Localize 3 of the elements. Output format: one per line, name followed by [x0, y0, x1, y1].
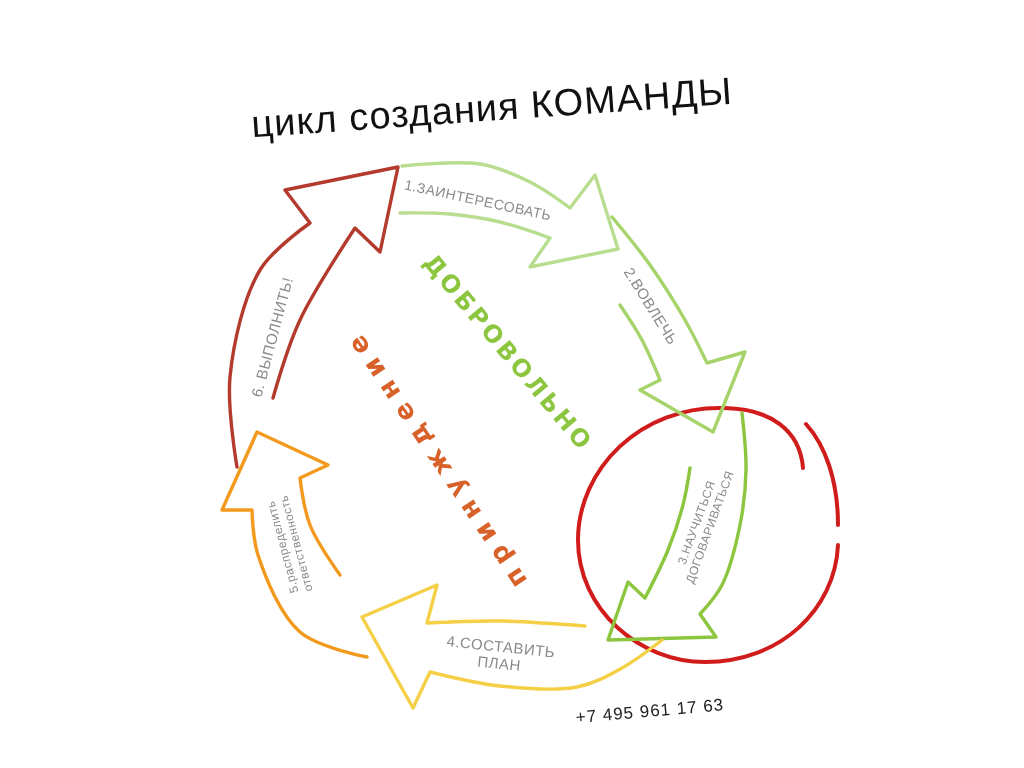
step-label: 4.СОСТАВИТЬ ПЛАН	[444, 632, 556, 677]
diagram-title: цикл создания КОМАНДЫ	[249, 69, 735, 147]
phone-number: +7 495 961 17 63	[575, 696, 725, 728]
